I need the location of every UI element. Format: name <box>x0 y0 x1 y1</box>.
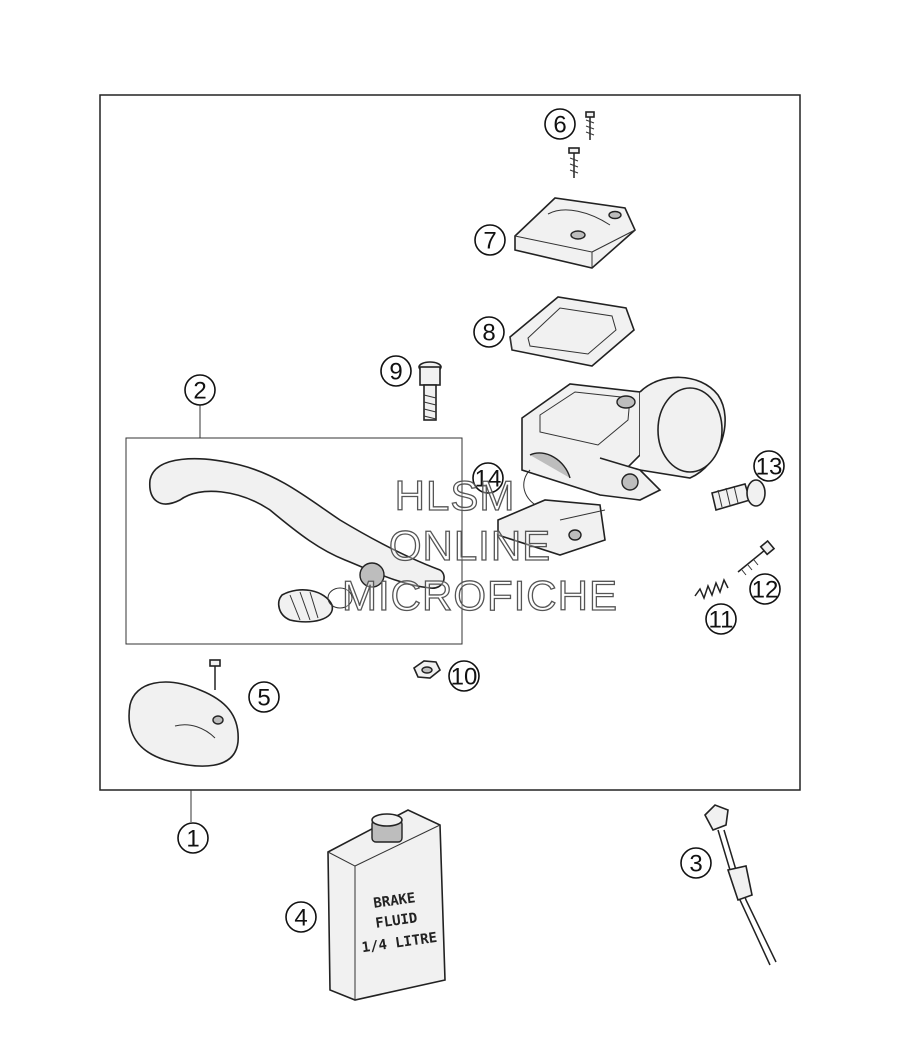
can-label-line-1: BRAKE <box>372 890 416 912</box>
callout-2: 2 <box>184 374 216 406</box>
callout-3: 3 <box>680 847 712 879</box>
diaphragm-part-8 <box>509 296 635 367</box>
watermark-line-1: HLSM <box>395 472 516 519</box>
svg-text:12: 12 <box>752 577 779 604</box>
svg-text:2: 2 <box>193 378 206 405</box>
screw-part-6 <box>568 111 595 178</box>
bolt-part-13 <box>711 479 766 512</box>
callout-9: 9 <box>380 355 412 387</box>
callout-11: 11 <box>705 603 737 635</box>
svg-text:1: 1 <box>186 826 199 853</box>
svg-text:13: 13 <box>756 454 783 481</box>
svg-text:10: 10 <box>451 664 478 691</box>
svg-text:7: 7 <box>483 228 496 255</box>
callout-13: 13 <box>753 450 785 482</box>
lever-subassembly-frame <box>125 437 463 645</box>
brake-fluid-can-part-4: BRAKE FLUID 1/4 LITRE <box>327 809 446 1001</box>
callout-7: 7 <box>474 224 506 256</box>
master-cylinder-body <box>521 376 726 511</box>
bolt-part-9 <box>418 361 442 421</box>
svg-text:5: 5 <box>257 685 270 712</box>
callout-14: 14 <box>472 462 504 494</box>
brake-line-part-3 <box>704 804 777 966</box>
nut-part-10 <box>413 660 442 679</box>
callout-1: 1 <box>177 822 209 854</box>
svg-text:4: 4 <box>294 905 307 932</box>
callout-12: 12 <box>749 573 781 605</box>
callout-10: 10 <box>448 660 480 692</box>
reservoir-cover-part-7 <box>514 197 636 269</box>
svg-text:3: 3 <box>689 851 702 878</box>
pivot-part-14 <box>497 499 606 556</box>
svg-text:11: 11 <box>709 607 734 634</box>
lever-part-2 <box>149 457 445 623</box>
svg-text:9: 9 <box>389 359 402 386</box>
callout-6: 6 <box>544 108 576 140</box>
lever-guard-part-5 <box>128 659 239 767</box>
svg-text:14: 14 <box>475 466 502 493</box>
callout-4: 4 <box>285 901 317 933</box>
can-label-line-2: FLUID <box>374 910 418 932</box>
callout-5: 5 <box>248 681 280 713</box>
watermark-line-3: MICROFICHE <box>342 572 618 619</box>
assembly-frame <box>99 94 801 791</box>
watermark: HLSM ONLINE MICROFICHE <box>341 471 618 619</box>
screw-part-12 <box>737 539 776 576</box>
spring-part-11 <box>694 578 729 601</box>
svg-text:6: 6 <box>553 112 566 139</box>
watermark-line-2: ONLINE <box>389 522 551 569</box>
callout-8: 8 <box>473 316 505 348</box>
svg-text:8: 8 <box>482 320 495 347</box>
